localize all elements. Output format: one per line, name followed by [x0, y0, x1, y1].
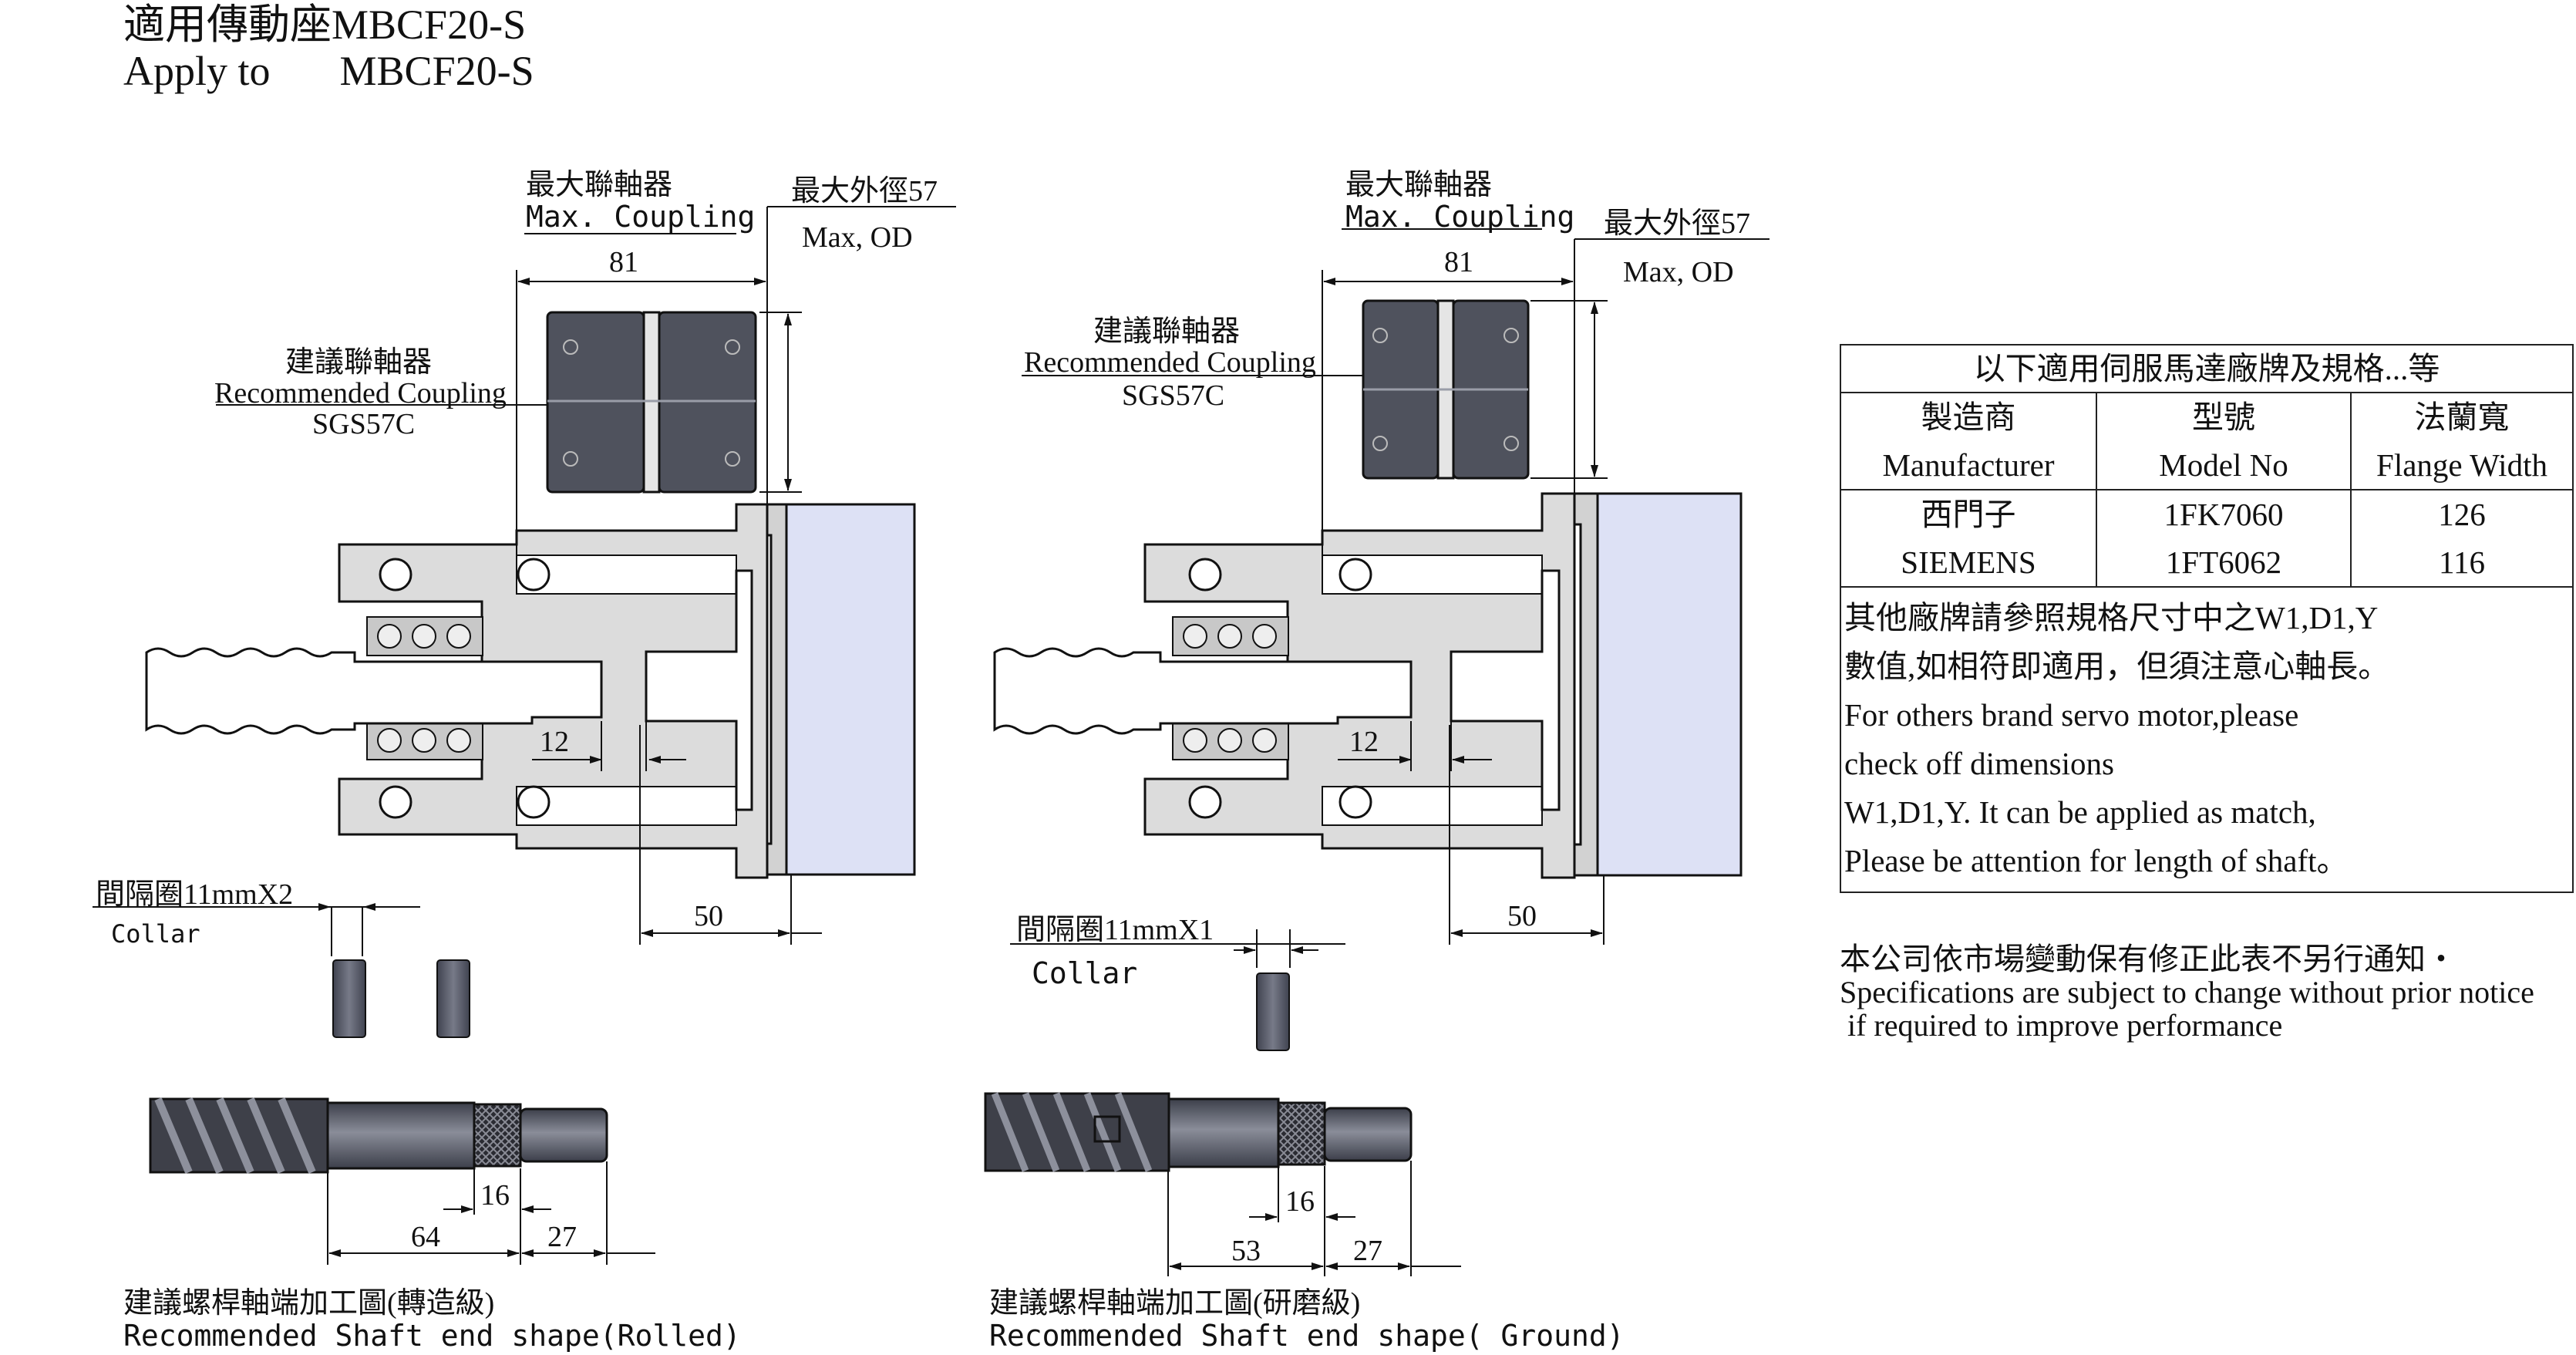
left-collar-2 [436, 959, 470, 1038]
cell-flange: 126 [2350, 489, 2574, 538]
spec-table-note: 其他廠牌請參照規格尺寸中之W1,D1,Y 數值,如相符即適用，但須注意心軸長。 … [1840, 586, 2574, 893]
right-dim-50: 50 [1507, 900, 1537, 932]
left-shaft-dim-16: 16 [480, 1179, 510, 1212]
cell-model: 1FT6062 [2096, 538, 2352, 588]
left-motor-body [785, 503, 916, 876]
right-max-coupling [1362, 299, 1530, 480]
right-rec-coupling-model: SGS57C [1122, 379, 1224, 412]
left-bolt-hole-2 [517, 558, 551, 592]
page-title-cn: 適用傳動座MBCF20-S [123, 2, 527, 48]
right-collars [1010, 929, 1345, 1051]
title-apply-to: Apply to [123, 48, 271, 94]
right-collar-1 [1256, 972, 1290, 1051]
col-manufacturer: 製造商 Manufacturer [1840, 392, 2097, 490]
left-dim-12: 12 [540, 726, 569, 758]
right-screw-shaft [993, 647, 1413, 735]
left-motor-shaft [645, 569, 753, 811]
right-max-od-en: Max, OD [1623, 256, 1734, 288]
table-row: SIEMENS 1FT6062 116 [1840, 538, 2574, 588]
left-shaft-caption-cn: 建議螺桿軸端加工圖(轉造級) [123, 1287, 494, 1320]
left-bolt-hole-4 [517, 785, 551, 819]
note-line-1: 其他廠牌請參照規格尺寸中之W1,D1,Y [1844, 600, 2379, 635]
left-collar-1 [332, 959, 366, 1038]
right-shaft-dim-53: 53 [1231, 1235, 1261, 1267]
spec-table-header: 以下適用伺服馬達廠牌及規格...等 [1840, 344, 2574, 393]
cell-manufacturer: SIEMENS [1840, 538, 2097, 588]
note-line-6: Please be attention for length of shaft。 [1844, 843, 2349, 878]
left-dim-50: 50 [694, 900, 723, 932]
left-dim-81: 81 [609, 246, 638, 278]
servo-spec-table: 以下適用伺服馬達廠牌及規格...等 製造商 Manufacturer 型號 Mo… [1840, 344, 2574, 893]
right-collar-cn: 間隔圈11mmX1 [1016, 914, 1214, 946]
note-line-5: W1,D1,Y. It can be applied as match, [1844, 794, 2316, 830]
left-shaft-dim-64: 64 [411, 1221, 440, 1253]
left-bolt-hole-3 [379, 785, 412, 819]
left-max-od-en: Max, OD [802, 221, 913, 254]
right-max-coupling-cn: 最大聯軸器 [1345, 169, 1492, 201]
left-housing-window-top [516, 554, 737, 595]
col-flange-cn: 法蘭寬 [2414, 399, 2510, 435]
col-model: 型號 Model No [2096, 392, 2352, 490]
right-max-coupling-en: Max. Coupling [1345, 200, 1574, 234]
left-rec-coupling-model: SGS57C [312, 408, 415, 440]
left-rec-coupling-en: Recommended Coupling [214, 377, 507, 410]
right-rec-coupling-en: Recommended Coupling [1024, 346, 1316, 379]
col-flange-en: Flange Width [2376, 447, 2547, 483]
left-collars [93, 903, 470, 1038]
left-max-coupling-en: Max. Coupling [526, 200, 755, 234]
table-row: 西門子 1FK7060 126 [1840, 489, 2574, 538]
col-manufacturer-en: Manufacturer [1882, 447, 2055, 483]
left-rec-coupling-cn: 建議聯軸器 [285, 346, 432, 379]
left-max-od-cn: 最大外徑57 [791, 175, 938, 207]
title-model: MBCF20-S [339, 48, 534, 94]
spec-notice: 本公司依市場變動保有修正此表不另行通知・ Specifications are … [1840, 942, 2534, 1042]
note-line-3: For others brand servo motor,please [1844, 697, 2299, 733]
cell-model: 1FK7060 [2096, 489, 2352, 538]
page-title-en: Apply to MBCF20-S [123, 48, 534, 94]
notice-cn: 本公司依市場變動保有修正此表不另行通知・ [1840, 942, 2456, 976]
right-shaft-caption-en: Recommended Shaft end shape( Ground) [989, 1319, 1625, 1353]
col-flange: 法蘭寬 Flange Width [2350, 392, 2574, 490]
left-shaft-dim-27: 27 [547, 1221, 577, 1253]
right-max-od-cn: 最大外徑57 [1604, 207, 1750, 240]
notice-en-2: if required to improve performance [1840, 1008, 2283, 1043]
left-collar-cn: 間隔圈11mmX2 [96, 878, 293, 911]
notice-en-1: Specifications are subject to change wit… [1840, 975, 2534, 1010]
left-screw-shaft [145, 647, 603, 735]
left-shaft-end [149, 1097, 655, 1265]
right-shaft-dim-27: 27 [1353, 1235, 1382, 1267]
col-model-cn: 型號 [2192, 399, 2255, 435]
cell-flange: 116 [2350, 538, 2574, 588]
right-shaft-dim-16: 16 [1285, 1185, 1315, 1218]
right-shaft-end [984, 1092, 1461, 1276]
cell-manufacturer: 西門子 [1840, 489, 2097, 538]
right-assembly [993, 228, 1770, 945]
left-max-coupling-cn: 最大聯軸器 [526, 169, 672, 201]
right-rec-coupling-cn: 建議聯軸器 [1093, 315, 1240, 348]
right-motor-shaft [1450, 569, 1561, 811]
right-dim-12: 12 [1349, 726, 1379, 758]
col-model-en: Model No [2159, 447, 2288, 483]
left-max-coupling [546, 311, 757, 494]
left-shaft-caption-en: Recommended Shaft end shape(Rolled) [123, 1319, 741, 1353]
note-line-4: check off dimensions [1844, 746, 2114, 781]
left-housing-window-bottom [516, 786, 737, 826]
right-shaft-caption-cn: 建議螺桿軸端加工圖(研磨級) [989, 1287, 1360, 1320]
col-manufacturer-cn: 製造商 [1921, 399, 2016, 435]
right-collar-en: Collar [1032, 956, 1137, 990]
left-assembly [145, 206, 956, 945]
left-collar-en: Collar [111, 919, 200, 949]
left-bolt-hole-1 [379, 558, 412, 592]
right-motor-body [1596, 492, 1743, 877]
right-dim-81: 81 [1444, 246, 1473, 278]
note-line-2: 數值,如相符即適用，但須注意心軸長。 [1844, 649, 2390, 684]
